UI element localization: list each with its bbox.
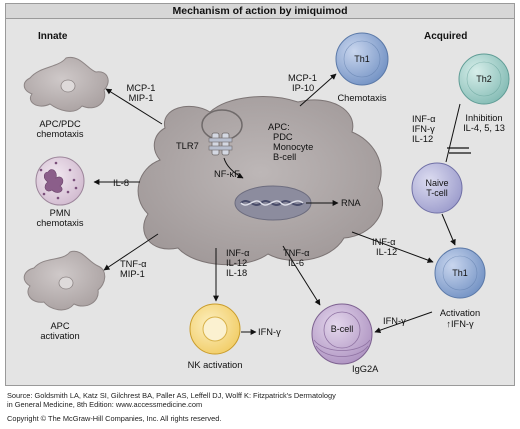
th1-top-cell — [335, 32, 389, 86]
figure-title: Mechanism of action by imiquimod — [5, 3, 515, 19]
apc-pdc-cytokine-2: MIP-1 — [129, 93, 154, 103]
th2-cell — [458, 53, 510, 105]
pmn-caption-1: PMN — [50, 208, 71, 218]
th1-top-cytokine-1: MCP-1 — [288, 73, 317, 83]
apc-activation-cytokine-1: TNF-α — [120, 259, 147, 269]
tlr7-receptor-icon — [201, 109, 243, 156]
rna-label: RNA — [341, 198, 361, 208]
th2-cytokine-1: INF-α — [412, 114, 436, 124]
apc-types-line-4: B-cell — [273, 152, 296, 162]
nfkf-label: NF-κF — [214, 169, 240, 179]
th2-caption-2: IL-4, 5, 13 — [463, 123, 505, 133]
apc-pdc-caption-2: chemotaxis — [36, 129, 83, 139]
b-cell-label: B-cell — [331, 324, 354, 334]
th1-top-caption: Chemotaxis — [337, 93, 386, 103]
arrow-to-th1-top — [299, 73, 337, 107]
th2-caption-1: Inhibition — [465, 113, 502, 123]
apc-pdc-cell — [23, 56, 109, 112]
innate-header: Innate — [38, 31, 68, 42]
inhibition-line — [445, 103, 461, 163]
apc-pdc-cytokine-1: MCP-1 — [127, 83, 156, 93]
b-cell-caption: IgG2A — [352, 364, 379, 374]
source-line-2: in General Medicine, 8th Edition: www.ac… — [7, 400, 203, 409]
apc-types-line-3: Monocyte — [273, 142, 313, 152]
th1-bottom-label: Th1 — [452, 268, 468, 278]
arrow-to-b-cell — [282, 245, 321, 306]
central-cell-body — [137, 96, 384, 266]
apc-types-line-2: PDC — [273, 132, 293, 142]
pmn-cytokine: IL-8 — [113, 178, 129, 188]
arrow-to-th1-bottom — [351, 231, 434, 263]
th1-bottom-caption-2: ↑IFN-γ — [446, 319, 474, 329]
th1-top-label: Th1 — [354, 54, 370, 64]
central-apc-cell — [137, 96, 384, 266]
b-cell-input: IFN-γ — [383, 316, 406, 326]
naive-label-2: T-cell — [426, 188, 448, 198]
b-cell-cytokine-2: IL-6 — [288, 258, 304, 268]
arrow-to-apc-activation — [103, 233, 159, 271]
nk-cytokine-2: IL-12 — [226, 258, 247, 268]
th1-bottom-caption-1: Activation — [440, 308, 480, 318]
th2-cytokine-2: IFN-γ — [412, 124, 435, 134]
nucleus — [234, 185, 312, 221]
acquired-header: Acquired — [424, 31, 467, 42]
nk-caption: NK activation — [188, 360, 243, 370]
b-cell-cytokine-1: TNF-α — [283, 248, 310, 258]
naive-to-th1-arrow — [441, 213, 456, 246]
apc-activation-cytokine-2: MIP-1 — [120, 269, 145, 279]
nk-cytokine-3: IL-18 — [226, 268, 247, 278]
apc-pdc-caption-1: APC/PDC — [39, 119, 81, 129]
th1-top-cytokine-2: IP-10 — [292, 83, 314, 93]
dna-helix-strand-icon — [240, 200, 304, 206]
apc-types-line-1: APC: — [268, 122, 290, 132]
nk-cell — [189, 303, 241, 355]
th1-bottom-cytokine-2: IL-12 — [376, 247, 397, 257]
arrow-to-apc-pdc — [105, 88, 163, 125]
apc-activation-caption-2: activation — [40, 331, 79, 341]
th2-label: Th2 — [476, 74, 492, 84]
th2-cytokine-3: IL-12 — [412, 134, 433, 144]
pmn-caption-2: chemotaxis — [36, 218, 83, 228]
apc-activation-cell — [23, 250, 106, 311]
th1-to-b-cell-arrow — [374, 311, 433, 334]
nk-cytokine-1: INF-α — [226, 248, 250, 258]
tlr7-label: TLR7 — [176, 141, 199, 151]
copyright: Copyright © The McGraw-Hill Companies, I… — [7, 414, 222, 423]
nfkf-arrow — [223, 157, 244, 179]
nk-output: IFN-γ — [258, 327, 281, 337]
apc-activation-caption-1: APC — [50, 321, 69, 331]
naive-label-1: Naive — [425, 178, 448, 188]
naive-t-cell — [411, 162, 463, 214]
pmn-cell — [35, 156, 85, 206]
b-cell — [311, 303, 373, 365]
th1-bottom-cell — [434, 247, 486, 299]
th1-bottom-cytokine-1: INF-α — [372, 237, 396, 247]
source-line-1: Source: Goldsmith LA, Katz SI, Gilchrest… — [7, 391, 336, 400]
